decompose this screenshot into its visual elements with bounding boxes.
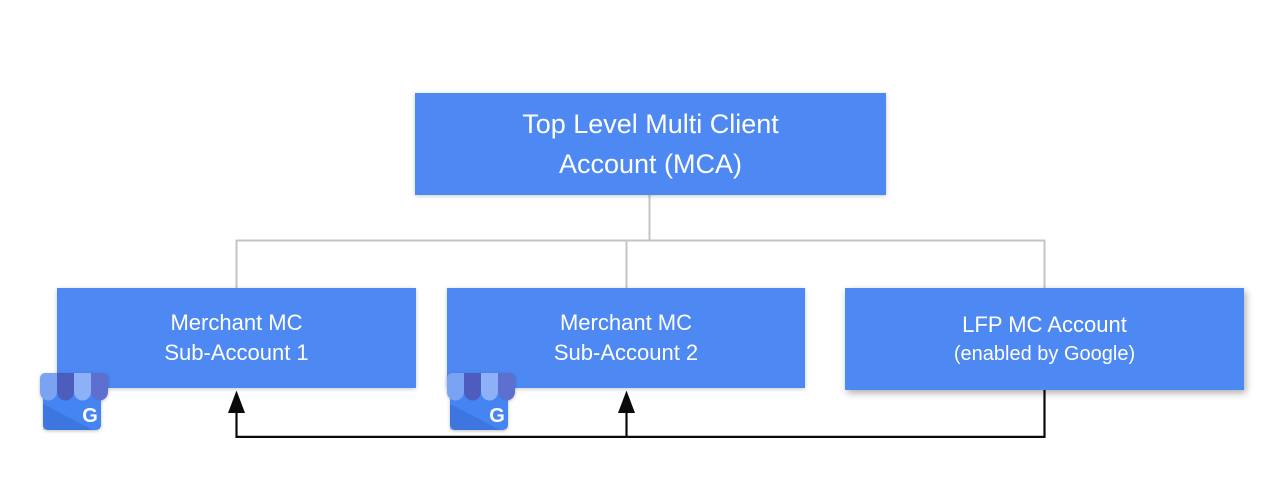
node-label-line: Sub-Account 2	[553, 340, 699, 365]
node-label-line: Sub-Account 1	[164, 340, 309, 365]
hierarchy-connector-lines	[235, 195, 1046, 288]
arrowhead-to-sub-account-1	[228, 390, 245, 413]
google-my-business-icon: G	[40, 373, 108, 430]
node-lfp-mc-account: LFP MC Account (enabled by Google)	[845, 288, 1244, 390]
node-label-line: Merchant MC	[559, 310, 693, 335]
google-my-business-icon: G	[447, 373, 515, 430]
feed-flow-lines	[235, 390, 1046, 438]
node-label-line: Account (MCA)	[558, 149, 743, 179]
google-g-letter: G	[82, 405, 98, 427]
node-label-line: (enabled by Google)	[953, 342, 1136, 365]
node-label-line: LFP MC Account	[962, 311, 1127, 337]
arrowhead-to-sub-account-2	[618, 390, 635, 413]
node-merchant-sub-account-2: Merchant MC Sub-Account 2	[447, 288, 805, 388]
node-label-line: Merchant MC	[170, 310, 303, 335]
node-merchant-sub-account-1: Merchant MC Sub-Account 1	[57, 288, 416, 388]
google-g-letter: G	[489, 405, 505, 427]
node-top-level-mca: Top Level Multi Client Account (MCA)	[415, 93, 886, 195]
node-label-line: Top Level Multi Client	[522, 109, 779, 139]
